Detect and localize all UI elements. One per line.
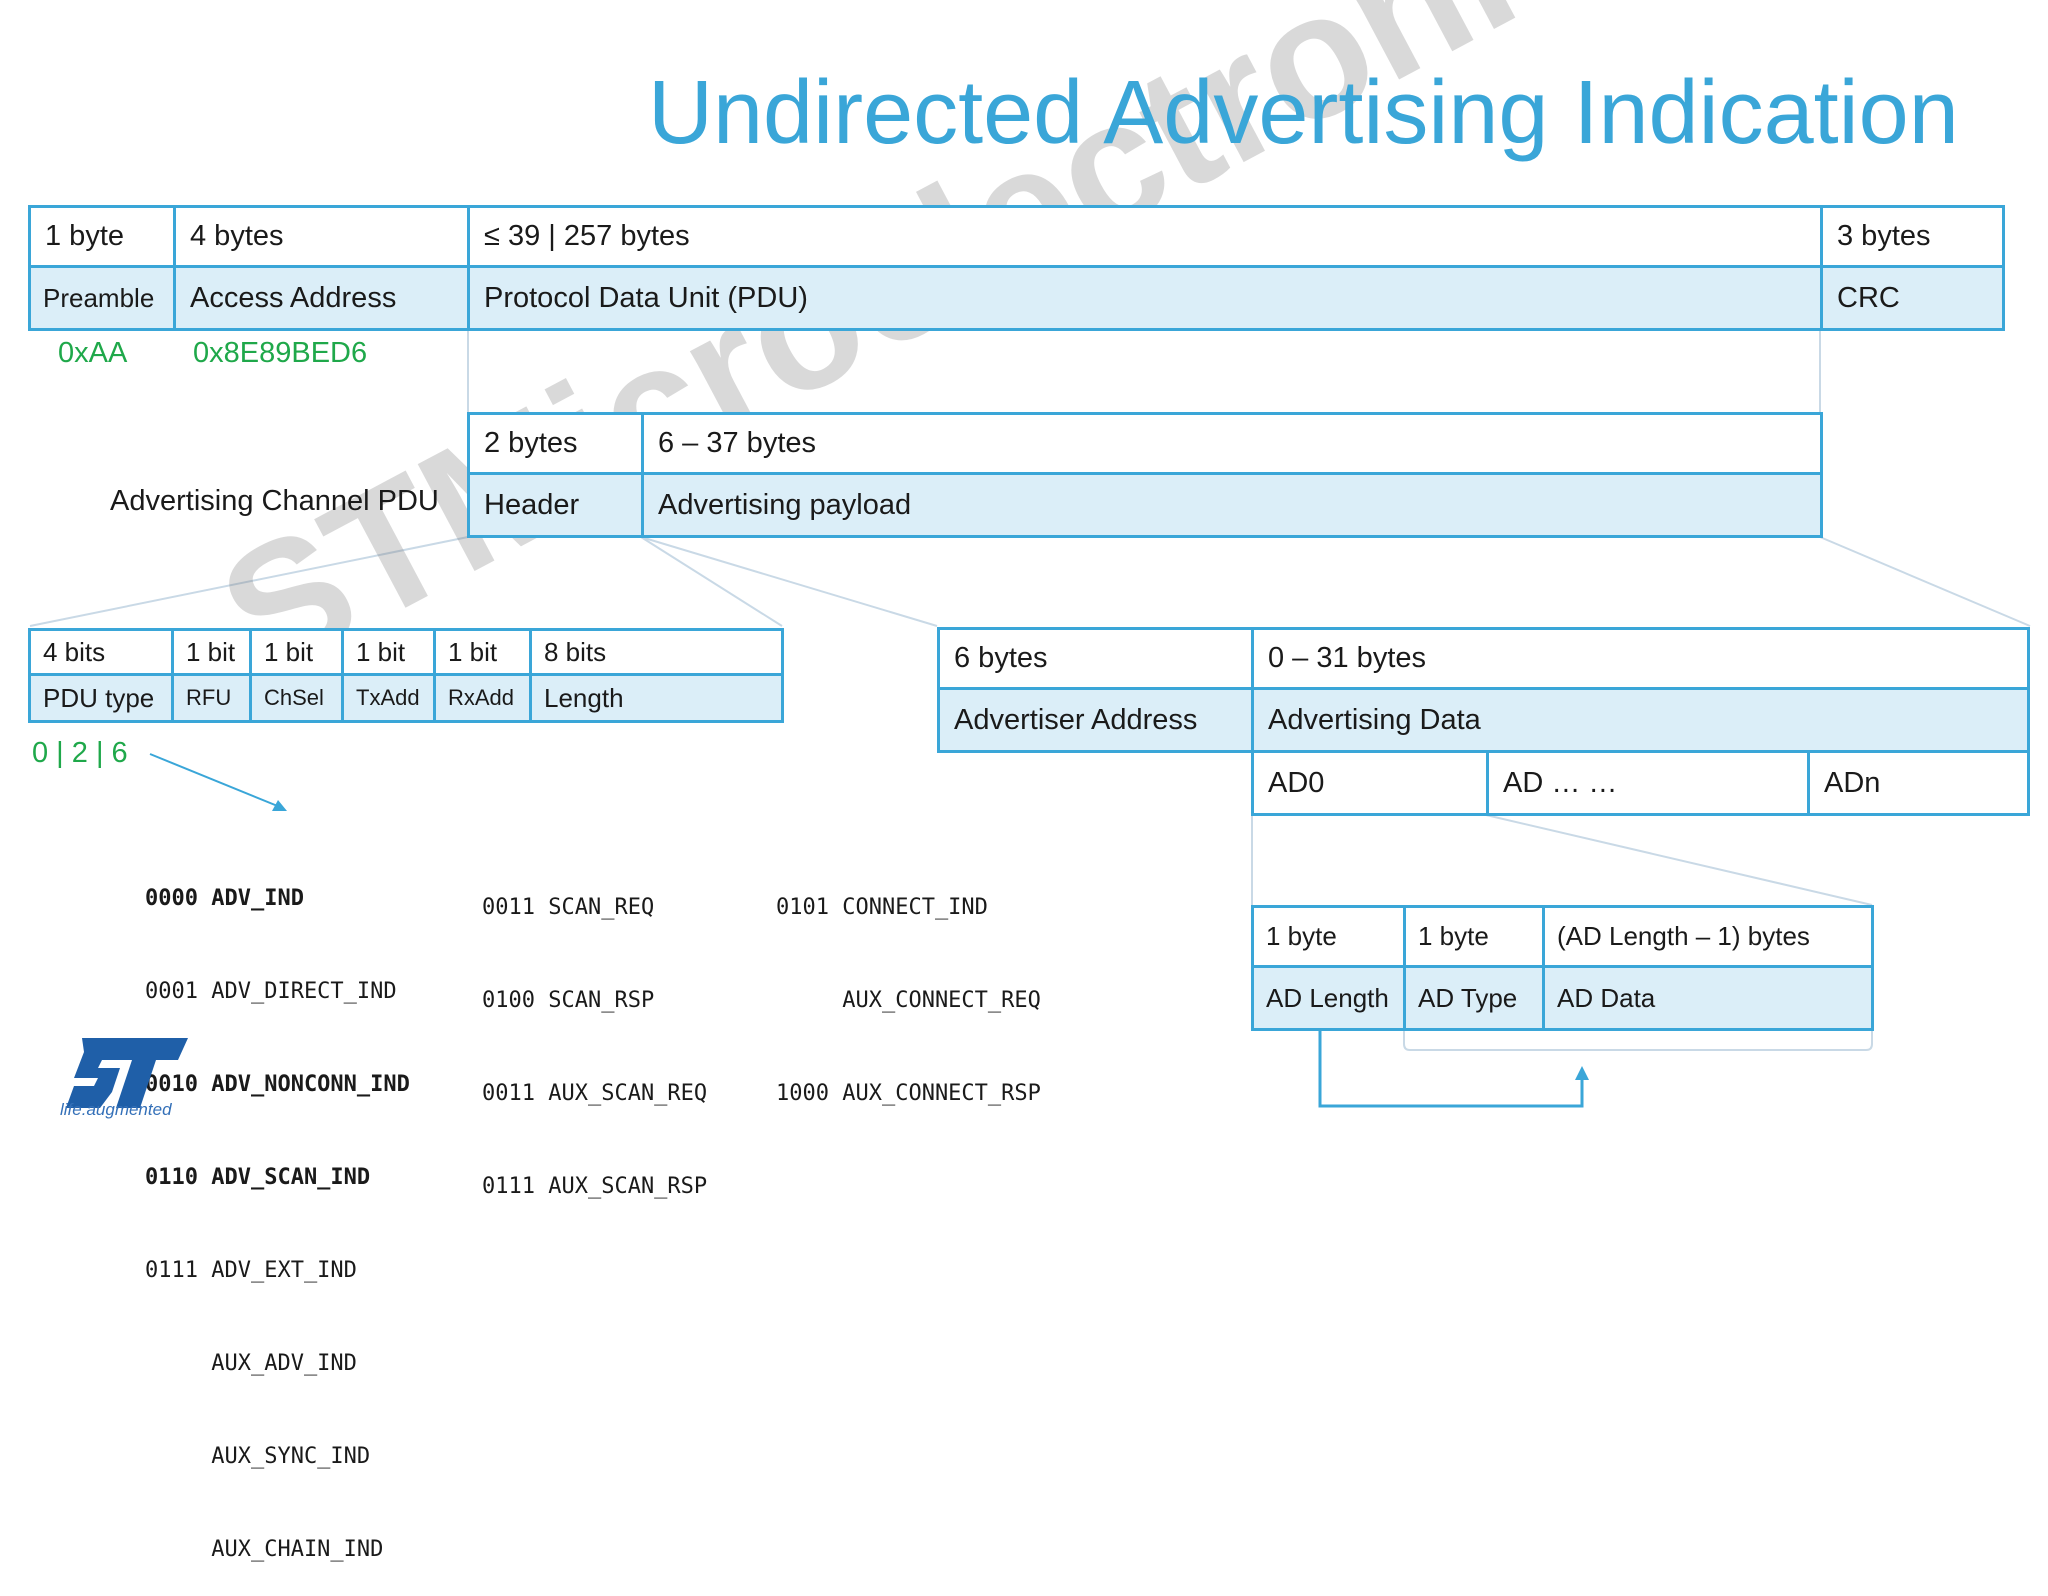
- ad0-field: AD0: [1251, 750, 1489, 816]
- chsel-field: ChSel: [249, 673, 344, 723]
- pdu-type-arrow: [149, 753, 281, 808]
- page-title: Undirected Advertising Indication: [648, 63, 1959, 163]
- pdu-type-line: AUX_CHAIN_IND: [145, 1537, 384, 1562]
- pdu-type-line: 0111 ADV_EXT_IND: [145, 1258, 357, 1283]
- pdu-type-value: 0 | 2 | 6: [32, 737, 128, 769]
- pdu-type-line: 0100 SCAN_RSP: [482, 988, 655, 1013]
- payload-connector-left: [640, 536, 938, 627]
- ad-type-field: AD Type: [1403, 965, 1545, 1031]
- preamble-field: Preamble: [28, 265, 176, 331]
- payload-connector-right: [1819, 536, 2031, 627]
- pdu-type-line: 0101 CONNECT_IND: [776, 895, 988, 920]
- advertiser-address-size: 6 bytes: [937, 627, 1254, 690]
- pdu-size: ≤ 39 | 257 bytes: [467, 205, 1823, 268]
- rfu-field: RFU: [171, 673, 252, 723]
- rxadd-field: RxAdd: [433, 673, 532, 723]
- pdu-type-line: 0111 AUX_SCAN_RSP: [482, 1174, 708, 1199]
- pdu-type-line: 1000 AUX_CONNECT_RSP: [776, 1081, 1041, 1106]
- pdu-type-line: AUX_SYNC_IND: [145, 1444, 371, 1469]
- st-logo: [66, 1038, 188, 1108]
- ad-data-field: AD Data: [1542, 965, 1874, 1031]
- advertising-channel-pdu-label: Advertising Channel PDU: [110, 485, 439, 517]
- ad-type-data-brace: [1403, 1031, 1873, 1051]
- access-address-size: 4 bytes: [173, 205, 470, 268]
- crc-size: 3 bytes: [1820, 205, 2005, 268]
- rxadd-size: 1 bit: [433, 628, 532, 676]
- pdu-type-line: 0011 SCAN_REQ: [482, 895, 655, 920]
- length-size: 8 bits: [529, 628, 784, 676]
- ad-connector-right: [1485, 814, 1873, 906]
- pdu-types-col3: 0101 CONNECT_IND AUX_CONNECT_REQ 1000 AU…: [776, 830, 1041, 1140]
- preamble-value: 0xAA: [58, 337, 128, 369]
- txadd-size: 1 bit: [341, 628, 436, 676]
- ad-type-size: 1 byte: [1403, 905, 1545, 968]
- connector-lines: [29, 330, 2031, 1108]
- length-field: Length: [529, 673, 784, 723]
- access-address-field: Access Address: [173, 265, 470, 331]
- logo-tagline: life.augmented: [60, 1100, 172, 1119]
- pdu-type-line: 0010 ADV_NONCONN_IND: [145, 1072, 410, 1097]
- advertising-data-size: 0 – 31 bytes: [1251, 627, 2030, 690]
- pdu-type-line: 0110 ADV_SCAN_IND: [145, 1165, 371, 1190]
- header-connector-left: [29, 536, 469, 627]
- pdu-type-size: 4 bits: [28, 628, 174, 676]
- pdu-type-arrowhead: [272, 800, 287, 811]
- ad-length-field: AD Length: [1251, 965, 1406, 1031]
- rfu-size: 1 bit: [171, 628, 252, 676]
- pdu-types-col2: 0011 SCAN_REQ 0100 SCAN_RSP 0011 AUX_SCA…: [482, 830, 707, 1233]
- payload-size: 6 – 37 bytes: [641, 412, 1823, 475]
- pdu-type-line: AUX_ADV_IND: [145, 1351, 357, 1376]
- pdu-field: Protocol Data Unit (PDU): [467, 265, 1823, 331]
- ad-length-arrowhead: [1575, 1066, 1589, 1080]
- access-address-value: 0x8E89BED6: [193, 337, 368, 369]
- pdu-type-line: 0001 ADV_DIRECT_IND: [145, 979, 397, 1004]
- ad-length-arrow: [1318, 1031, 1584, 1108]
- ad-middle-field: AD … …: [1486, 750, 1810, 816]
- pdu-type-line: 0011 AUX_SCAN_REQ: [482, 1081, 708, 1106]
- ad-length-size: 1 byte: [1251, 905, 1406, 968]
- payload-field: Advertising payload: [641, 472, 1823, 538]
- crc-field: CRC: [1820, 265, 2005, 331]
- txadd-field: TxAdd: [341, 673, 436, 723]
- pdu-type-line: AUX_CONNECT_REQ: [776, 988, 1041, 1013]
- pdu-type-field: PDU type: [28, 673, 174, 723]
- chsel-size: 1 bit: [249, 628, 344, 676]
- ad-data-size: (AD Length – 1) bytes: [1542, 905, 1874, 968]
- advertising-data-field: Advertising Data: [1251, 687, 2030, 753]
- header-connector-right: [640, 536, 783, 627]
- pdu-type-line: 0000 ADV_IND: [145, 886, 304, 911]
- adn-field: ADn: [1807, 750, 2030, 816]
- pdu-types-col1: 0000 ADV_IND 0001 ADV_DIRECT_IND 0010 AD…: [145, 821, 410, 1596]
- preamble-size: 1 byte: [28, 205, 176, 268]
- header-field: Header: [467, 472, 644, 538]
- header-size: 2 bytes: [467, 412, 644, 475]
- advertiser-address-field: Advertiser Address: [937, 687, 1254, 753]
